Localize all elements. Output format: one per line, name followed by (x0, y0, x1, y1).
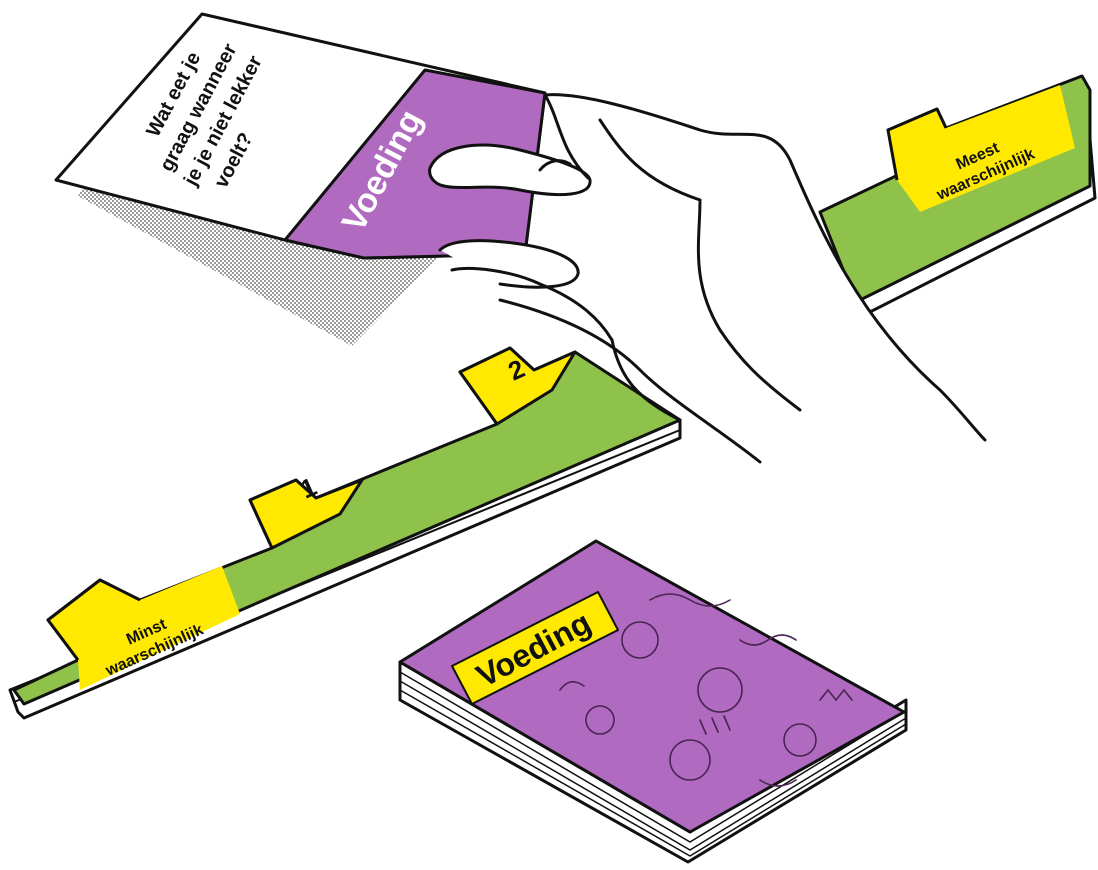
card-deck[interactable]: Voeding (398, 539, 908, 864)
meest-label-zone (888, 85, 1075, 212)
question-card[interactable]: Voeding Wat eet je graag wanneer je je n… (54, 12, 547, 346)
question-card-category-band (283, 68, 547, 260)
board-right[interactable]: Meest waarschijnlijk (818, 74, 1097, 318)
board-left[interactable]: Minst waarschijnlijk 1 2 (8, 346, 682, 720)
tab-2[interactable] (458, 346, 577, 426)
hand-icon (428, 93, 987, 464)
tab-1[interactable] (248, 478, 364, 550)
deck-label-tag (451, 591, 619, 705)
deck-top (398, 539, 906, 834)
minst-label-zone (48, 566, 240, 690)
